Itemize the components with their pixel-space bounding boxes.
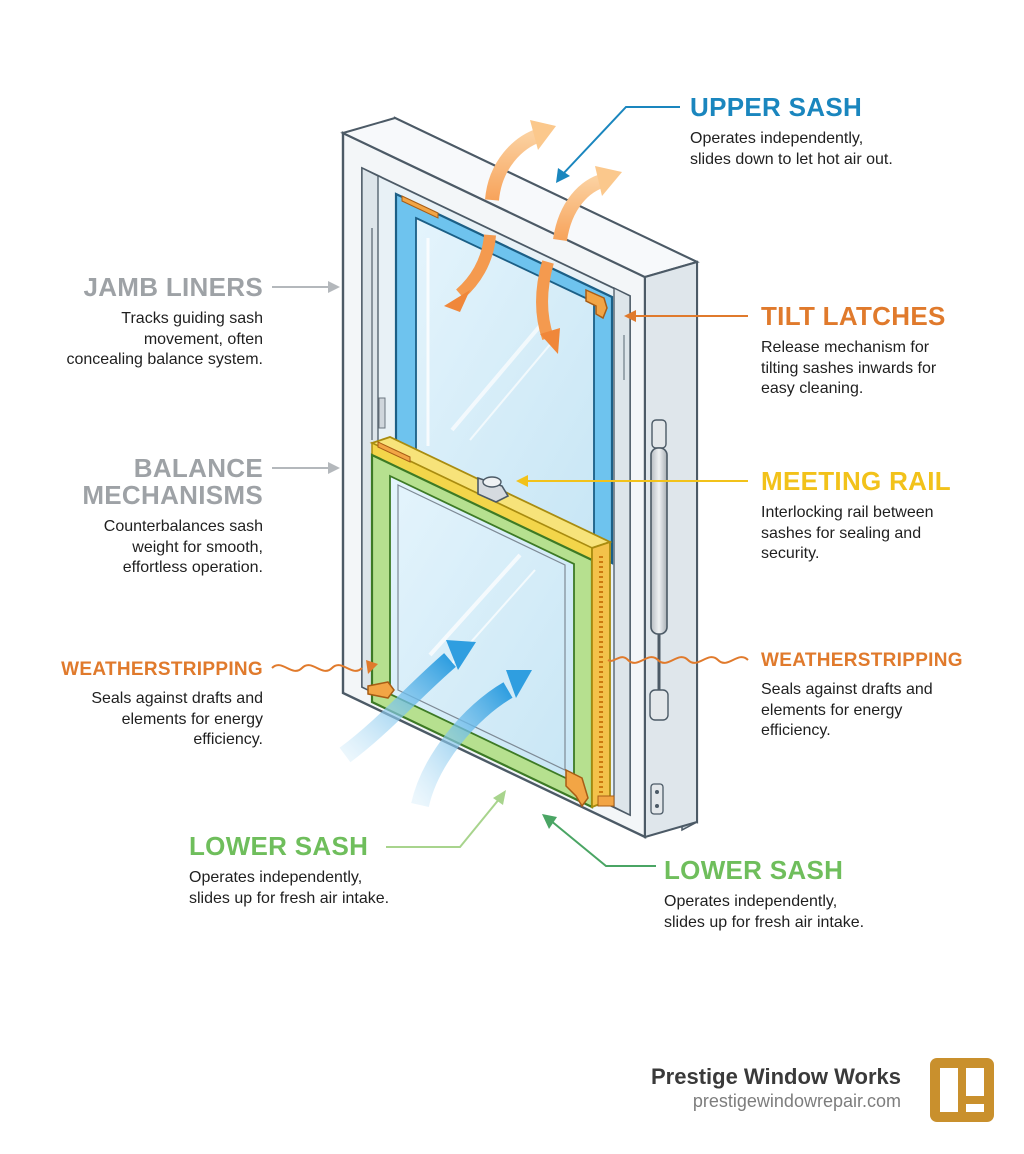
balance-mechanisms-description: Counterbalances sash weight for smooth, …	[103, 518, 263, 576]
lower-sash-left-description: Operates independently, slides up for fr…	[189, 869, 390, 907]
meeting-rail-description: Interlocking rail between sashes for sea…	[761, 504, 934, 562]
lower-sash-right-title: LOWER SASH	[664, 855, 844, 885]
lower-sash-left-title: LOWER SASH	[189, 831, 369, 861]
label-lower-sash-right: LOWER SASH Operates independently, slide…	[664, 857, 864, 933]
weatherstripping-left-title: WEATHERSTRIPPING	[61, 659, 263, 680]
weatherstripping-right-title: WEATHERSTRIPPING	[761, 650, 963, 671]
callout-upper-sash	[556, 106, 680, 183]
balance-mechanism	[649, 419, 669, 815]
brand-logo-icon	[930, 1058, 994, 1122]
label-tilt-latches: TILT LATCHES Release mechanism for tilti…	[761, 303, 946, 400]
cool-air-in-arrow-icon	[339, 640, 532, 808]
callout-lower-sash-right	[542, 814, 656, 867]
callout-tilt-latches	[624, 310, 748, 322]
callout-lower-sash-left	[386, 790, 506, 848]
callout-jamb-liners	[272, 281, 340, 293]
tilt-latch-icon	[565, 768, 589, 808]
balance-mechanisms-title: BALANCE MECHANISMS	[82, 453, 263, 510]
callout-weatherstripping-left	[271, 660, 378, 674]
lower-sash-right-description: Operates independently, slides up for fr…	[664, 893, 865, 931]
brand-name: Prestige Window Works	[651, 1064, 901, 1089]
upper-sash-description: Operates independently, slides down to l…	[690, 130, 893, 168]
label-upper-sash: UPPER SASH Operates independently, slide…	[690, 94, 893, 170]
brand-block: Prestige Window Works prestigewindowrepa…	[651, 1064, 901, 1112]
tilt-latches-description: Release mechanism for tilting sashes inw…	[761, 339, 937, 397]
brand-url[interactable]: prestigewindowrepair.com	[692, 1091, 901, 1111]
tilt-latch-icon	[367, 681, 395, 699]
meeting-rail-title: MEETING RAIL	[761, 466, 951, 496]
label-weatherstripping-right: WEATHERSTRIPPING Seals against drafts an…	[761, 650, 963, 742]
upper-sash-title: UPPER SASH	[690, 92, 863, 122]
sash-lock-icon	[477, 476, 510, 503]
label-lower-sash-left: LOWER SASH Operates independently, slide…	[189, 833, 389, 909]
tilt-latch-icon	[585, 288, 608, 320]
jamb-liner-right	[613, 286, 631, 817]
label-balance-mechanisms: BALANCE MECHANISMS Counterbalances sash …	[82, 455, 263, 579]
label-jamb-liners: JAMB LINERS Tracks guiding sash movement…	[66, 274, 263, 371]
label-weatherstripping-left: WEATHERSTRIPPING Seals against drafts an…	[61, 659, 263, 751]
warm-air-out-arrow-icon	[444, 120, 622, 354]
jamb-liners-description: Tracks guiding sash movement, often conc…	[66, 310, 263, 368]
callout-balance-mechanisms	[272, 462, 340, 474]
callout-meeting-rail	[516, 475, 748, 487]
weatherstripping-left-description: Seals against drafts and elements for en…	[91, 690, 263, 748]
label-meeting-rail: MEETING RAIL Interlocking rail between s…	[761, 468, 951, 565]
weatherstripping-right-description: Seals against drafts and elements for en…	[761, 681, 933, 739]
tilt-latches-title: TILT LATCHES	[761, 301, 946, 331]
jamb-liners-title: JAMB LINERS	[83, 272, 263, 302]
callout-weatherstripping-right	[607, 656, 749, 664]
